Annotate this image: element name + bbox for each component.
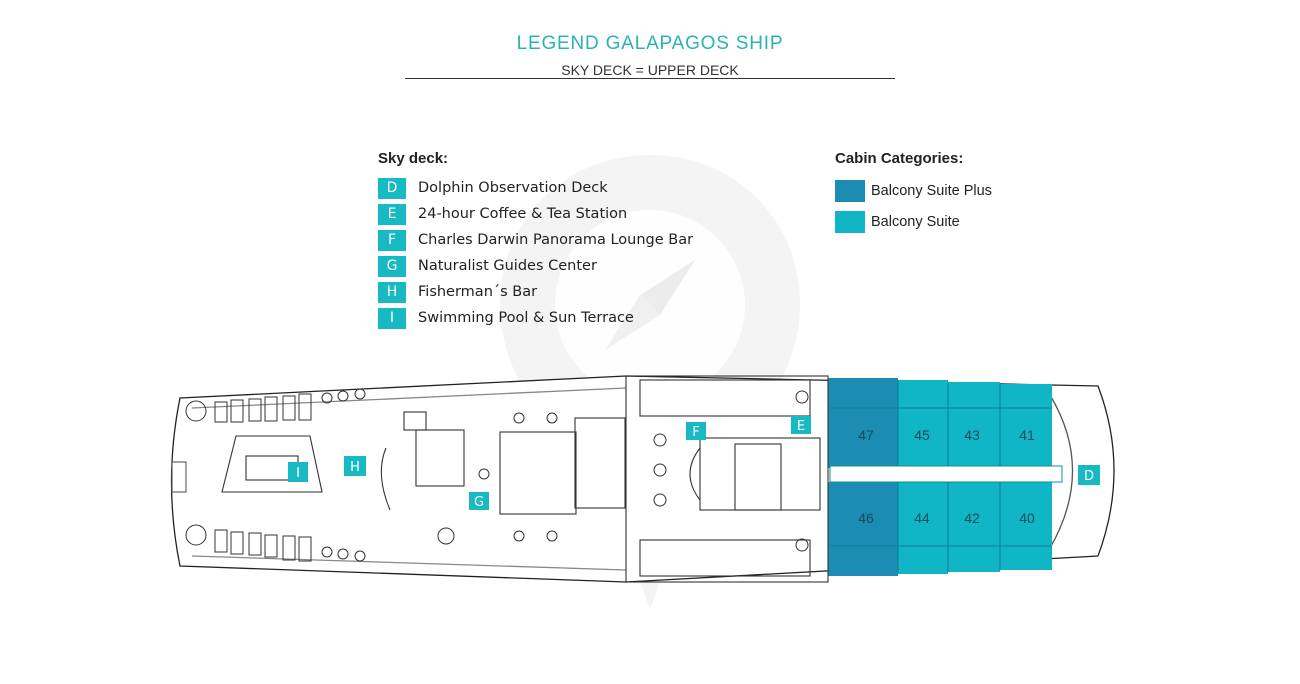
legend-item: D Dolphin Observation Deck (378, 175, 693, 201)
cabin-41 (1000, 384, 1052, 468)
cabin-number: 45 (914, 427, 930, 443)
cabin-42 (948, 482, 1000, 572)
legend-label: Dolphin Observation Deck (418, 180, 608, 196)
legend-badge: F (378, 229, 406, 251)
marker-i: I (296, 466, 300, 481)
legend-item: G Naturalist Guides Center (378, 253, 693, 279)
legend-badge: E (378, 203, 406, 225)
bar-stairs (415, 429, 465, 487)
legend-badge: I (378, 307, 406, 329)
marker-g: G (474, 495, 484, 510)
cabin-45 (898, 380, 948, 468)
cabin-number: 40 (1019, 510, 1035, 526)
legend-label: Swimming Pool & Sun Terrace (418, 310, 634, 326)
cabin-number: 42 (964, 510, 980, 526)
categories-title: Cabin Categories: (835, 150, 964, 167)
sky-deck-legend: Sky deck: D Dolphin Observation Deck E 2… (378, 150, 693, 331)
marker-e: E (797, 419, 805, 434)
legend-label: Fisherman´s Bar (418, 284, 538, 300)
category-label: Balcony Suite Plus (871, 182, 992, 199)
legend-item: I Swimming Pool & Sun Terrace (378, 305, 693, 331)
cabin-46 (828, 482, 898, 576)
marker-h: H (350, 460, 360, 475)
pool (221, 435, 323, 493)
legend-label: 24-hour Coffee & Tea Station (418, 206, 628, 222)
legend-item: H Fisherman´s Bar (378, 279, 693, 305)
category-label: Balcony Suite (871, 213, 960, 230)
cabin-number: 43 (964, 427, 980, 443)
marker-f: F (692, 425, 699, 440)
legend-label: Charles Darwin Panorama Lounge Bar (418, 232, 694, 248)
cabin-43 (948, 382, 1000, 468)
lounge-area (625, 375, 829, 583)
legend-label: Naturalist Guides Center (418, 258, 597, 274)
cabin-block (828, 378, 1063, 576)
category-item: Balcony Suite Plus (835, 175, 992, 206)
legend-item: F Charles Darwin Panorama Lounge Bar (378, 227, 693, 253)
legend-badge: H (378, 281, 406, 303)
category-swatch (835, 210, 865, 233)
page-title: LEGEND GALAPAGOS SHIP (516, 33, 784, 54)
legend-item: E 24-hour Coffee & Tea Station (378, 201, 693, 227)
page-subtitle: SKY DECK = UPPER DECK (561, 62, 739, 78)
cabin-categories: Cabin Categories: Balcony Suite Plus Bal… (835, 150, 992, 237)
cabin-number: 46 (858, 510, 874, 526)
category-item: Balcony Suite (835, 206, 992, 237)
cabin-number: 41 (1019, 427, 1035, 443)
header: LEGEND GALAPAGOS SHIP SKY DECK = UPPER D… (0, 33, 1300, 78)
marker-d: D (1084, 469, 1094, 484)
legend-badge: D (378, 177, 406, 199)
cabin-number: 44 (914, 510, 930, 526)
hull-inner-line (191, 387, 627, 571)
corridor (829, 465, 1063, 483)
cabin-40 (1000, 482, 1052, 570)
title-divider (405, 78, 895, 79)
cabin-44 (898, 482, 948, 574)
legend-badge: G (378, 255, 406, 277)
cabin-number: 47 (858, 427, 874, 443)
category-swatch (835, 179, 865, 202)
service-block (574, 417, 626, 509)
cabin-47 (828, 378, 898, 468)
legend-title: Sky deck: (378, 150, 449, 167)
